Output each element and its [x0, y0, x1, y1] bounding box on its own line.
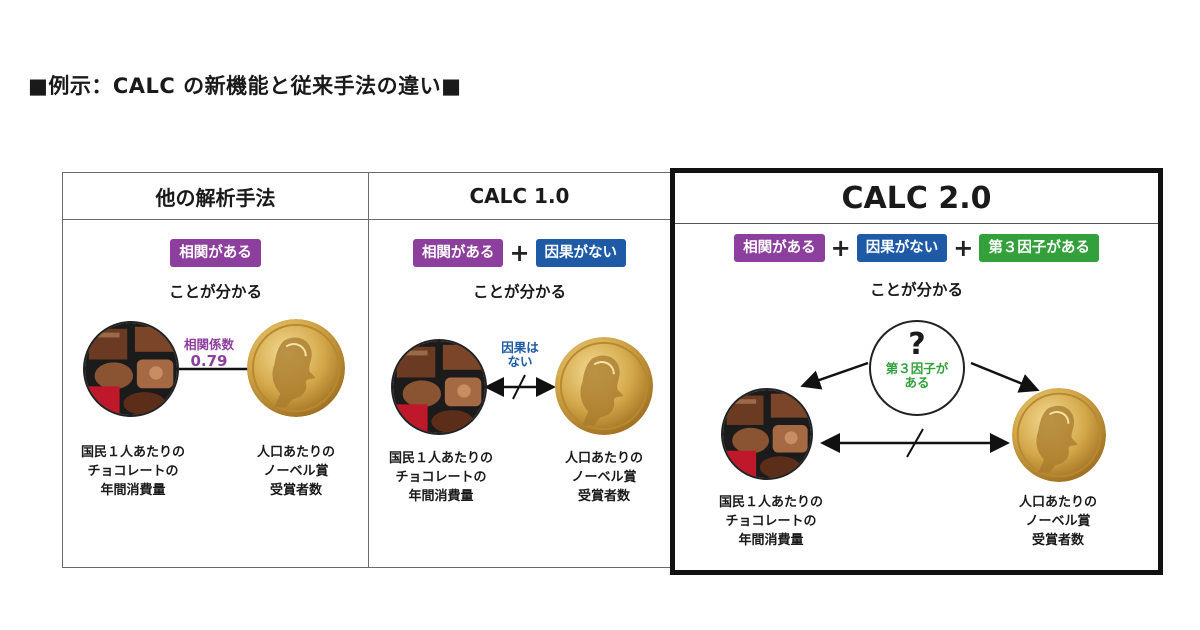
panel-header: 他の解析手法 — [63, 173, 368, 220]
chocolate-label: 国民１人あたりの チョコレートの 年間消費量 — [63, 443, 203, 500]
caption: ことが分かる — [168, 283, 262, 301]
caption: ことが分かる — [869, 281, 963, 299]
panel-header: CALC 2.0 — [675, 173, 1158, 224]
annotation-line: 第３因子が — [885, 361, 949, 376]
label-line: チョコレートの — [725, 514, 817, 529]
label-line: ノーベル賞 — [1025, 514, 1091, 529]
nobel-label: 人口あたりの ノーベル賞 受賞者数 — [539, 449, 669, 506]
badge-row: 相関がある + 因果がない + 第３因子がある — [675, 234, 1158, 262]
nobel-medal-icon — [555, 337, 653, 435]
chocolate-box-icon — [721, 388, 813, 480]
third-factor-badge: 第３因子がある — [979, 234, 1099, 262]
label-line: 受賞者数 — [269, 483, 322, 498]
third-factor-node: ? 第３因子が ある — [869, 320, 965, 416]
chocolate-box-icon — [391, 339, 487, 435]
label-line: 年間消費量 — [408, 489, 474, 504]
badge-row: 相関がある + 因果がない — [369, 239, 670, 267]
correlation-annotation: 相関係数 0.79 — [169, 337, 249, 371]
no-causation-annotation: 因果は ない — [487, 341, 553, 369]
label-line: 受賞者数 — [577, 489, 630, 504]
chocolate-label: 国民１人あたりの チョコレートの 年間消費量 — [701, 493, 841, 550]
no-causation-badge: 因果がない — [856, 234, 948, 262]
annotation-line: 因果は — [501, 340, 539, 355]
plus-sign: + — [953, 234, 974, 262]
label-line: 人口あたりの — [564, 451, 643, 466]
third-factor-annotation: 第３因子が ある — [871, 362, 963, 390]
label-line: ノーベル賞 — [263, 464, 329, 479]
label-line: 国民１人あたりの — [80, 445, 185, 460]
label-line: 人口あたりの — [1018, 495, 1097, 510]
nobel-label: 人口あたりの ノーベル賞 受賞者数 — [993, 493, 1123, 550]
label-line: 人口あたりの — [256, 445, 335, 460]
label-line: 年間消費量 — [738, 533, 804, 548]
panel-header: CALC 1.0 — [369, 173, 670, 220]
panel-calc-2: CALC 2.0 相関がある + 因果がない + 第３因子がある ことが分かる … — [670, 168, 1163, 575]
correlation-value: 0.79 — [190, 352, 228, 370]
nobel-medal-icon — [247, 319, 345, 417]
page-title: ■例示：CALC の新機能と従来手法の違い■ — [28, 74, 462, 98]
label-line: 受賞者数 — [1031, 533, 1084, 548]
label-line: 年間消費量 — [100, 483, 166, 498]
badge-row: 相関がある — [63, 239, 368, 267]
panel-other-methods: 他の解析手法 相関がある ことが分かる 相関係数 0.79 国民１人あたりの チ… — [62, 172, 369, 568]
annotation-line: ある — [904, 375, 930, 390]
annotation-line: 相関係数 — [183, 337, 234, 352]
nobel-medal-icon — [1012, 388, 1106, 482]
question-mark-icon: ? — [908, 327, 926, 362]
panel-calc-1: CALC 1.0 相関がある + 因果がない ことが分かる 因果は ない 国民１… — [368, 172, 671, 568]
chocolate-label: 国民１人あたりの チョコレートの 年間消費量 — [371, 449, 511, 506]
correlation-badge: 相関がある — [734, 234, 825, 262]
label-line: 国民１人あたりの — [718, 495, 823, 510]
label-line: 国民１人あたりの — [388, 451, 493, 466]
caption: ことが分かる — [472, 283, 566, 301]
annotation-line: ない — [507, 354, 533, 369]
plus-sign: + — [830, 234, 851, 262]
nobel-label: 人口あたりの ノーベル賞 受賞者数 — [231, 443, 361, 500]
correlation-badge: 相関がある — [170, 239, 261, 267]
no-causation-arrow — [484, 374, 556, 400]
no-causation-badge: 因果がない — [535, 239, 627, 267]
causal-arrows — [800, 361, 1040, 458]
plus-sign: + — [509, 239, 530, 267]
chocolate-box-icon — [83, 321, 179, 417]
correlation-badge: 相関がある — [412, 239, 504, 267]
label-line: ノーベル賞 — [571, 470, 637, 485]
label-line: チョコレートの — [395, 470, 487, 485]
label-line: チョコレートの — [87, 464, 179, 479]
